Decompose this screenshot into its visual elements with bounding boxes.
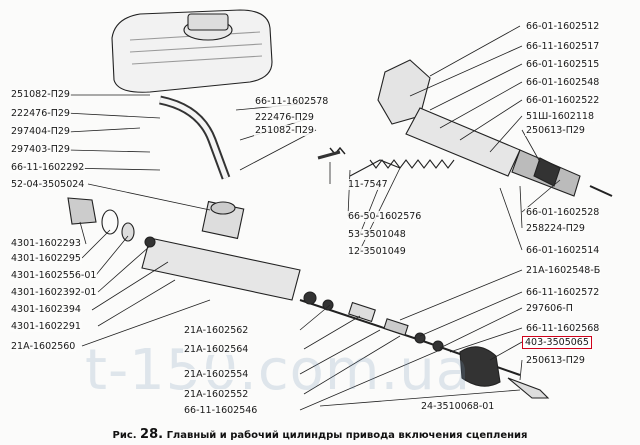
part-label: 66-11-1602292 — [10, 162, 86, 173]
plug-part — [67, 197, 97, 225]
part-label: 250613-П29 — [525, 355, 586, 366]
part-label: 222476-П29 — [254, 112, 315, 123]
part-label: 4301-1602295 — [10, 253, 82, 264]
part-label: 297606-П — [525, 303, 574, 314]
return-spring — [369, 159, 455, 169]
part-label: 66-50-1602576 — [347, 211, 423, 222]
part-label: 297403-П29 — [10, 144, 71, 155]
caption-text: Главный и рабочий цилиндры привода включ… — [166, 430, 528, 441]
part-label: 11-7547 — [347, 179, 389, 190]
part-label: 4301-1602394 — [10, 304, 82, 315]
part-label: 53-3501048 — [347, 229, 407, 240]
part-label: 4301-1602293 — [10, 238, 82, 249]
part-label: 52-04-3505024 — [10, 179, 86, 190]
slave-cylinder-body — [405, 107, 521, 177]
part-label: 66-11-1602572 — [525, 287, 601, 298]
part-label: 4301-1602556-01 — [10, 270, 98, 281]
master-cylinder-body — [141, 237, 301, 301]
part-label: 66-11-1602578 — [254, 96, 330, 107]
part-label: 222476-П29 — [10, 108, 71, 119]
part-label: 297404-П29 — [10, 126, 71, 137]
part-label: 66-01-1602512 — [525, 21, 601, 32]
part-label: 4301-1602291 — [10, 321, 82, 332]
caption-number: 28. — [140, 427, 164, 442]
part-label: 250613-П29 — [525, 125, 586, 136]
part-label: 66-01-1602522 — [525, 95, 601, 106]
figure-caption: Рис. 28. Главный и рабочий цилиндры прив… — [0, 427, 640, 442]
part-label: 258224-П29 — [525, 223, 586, 234]
part-label: 251082-П29 — [10, 89, 71, 100]
caption-prefix: Рис. — [112, 430, 137, 441]
part-label: 66-01-1602528 — [525, 207, 601, 218]
part-label: 66-01-1602514 — [525, 245, 601, 256]
rubber-boot — [459, 346, 501, 387]
part-label: 66-11-1602568 — [525, 323, 601, 334]
part-label: 66-01-1602548 — [525, 77, 601, 88]
part-label: 251082-П29 — [254, 125, 315, 136]
part-label: 12-3501049 — [347, 246, 407, 257]
leaders-left — [60, 94, 211, 347]
leaders-right — [399, 25, 561, 381]
part-label: 66-01-1602515 — [525, 59, 601, 70]
part-label: 21А-1602548-Б — [525, 265, 602, 276]
part-label: 21А-1602560 — [10, 341, 77, 352]
part-label: 21А-1602554 — [183, 369, 250, 380]
highlighted-part-label: 403-3505065 — [522, 336, 592, 349]
part-label: 51Ш-1602118 — [525, 111, 595, 122]
part-label: 21А-1602564 — [183, 344, 250, 355]
part-label: 66-11-1602546 — [183, 405, 259, 416]
part-label: 21А-1602562 — [183, 325, 250, 336]
part-label: 66-11-1602517 — [525, 41, 601, 52]
part-label: 4301-1602392-01 — [10, 287, 98, 298]
part-label: 21А-1602552 — [183, 389, 250, 400]
part-label: 24-3510068-01 — [420, 401, 496, 412]
